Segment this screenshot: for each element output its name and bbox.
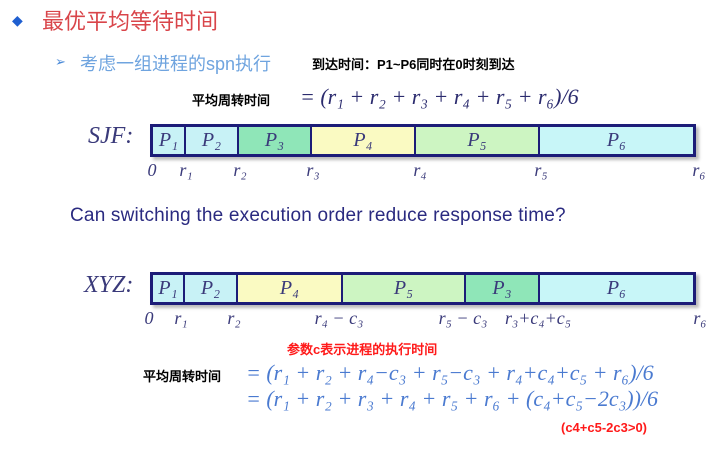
sjf-segment-p5: P₅ <box>416 127 540 154</box>
xyz-avg-label: 平均周转时间 <box>143 369 222 384</box>
xyz-tick: r₅ − c₃ <box>438 308 488 328</box>
xyz-tick: r₂ <box>227 308 241 328</box>
xyz-segment-p4: P₄ <box>238 275 343 302</box>
xyz-tick: r₆ <box>693 308 707 328</box>
sjf-tick: r₁ <box>179 160 193 180</box>
question: Can switching the execution order reduce… <box>70 205 566 226</box>
sjf-formula: = (r₁ + r₂ + r₃ + r₄ + r₅ + r₆)/6 <box>300 84 579 109</box>
sjf-segment-p6: P₆ <box>540 127 693 154</box>
xyz-formula-line1: = (r₁ + r₂ + r₄−c₃ + r₅−c₃ + r₄+c₄+c₅ + … <box>246 360 654 385</box>
xyz-tick: r₃+c₄+c₅ <box>504 308 572 328</box>
condition-note: (c4+c5-2c3>0) <box>561 420 648 435</box>
xyz-tick: r₁ <box>174 308 188 328</box>
xyz-segment-p3: P₃ <box>466 275 540 302</box>
sjf-tick: r₃ <box>306 160 320 180</box>
param-note: 参数c表示进程的执行时间 <box>287 342 438 357</box>
xyz-formula-line2: = (r₁ + r₂ + r₃ + r₄ + r₅ + r₆ + (c₄+c₅−… <box>246 386 659 411</box>
sjf-tick: r₅ <box>534 160 548 180</box>
sjf-tick: r₂ <box>233 160 247 180</box>
slide-title: 最优平均等待时间 <box>42 9 219 34</box>
xyz-segment-p6: P₆ <box>540 275 693 302</box>
xyz-gantt: P₁ P₂ P₄ P₅ P₃ P₆ <box>150 272 696 305</box>
sjf-avg-label: 平均周转时间 <box>192 93 271 108</box>
xyz-segment-p2: P₂ <box>185 275 238 302</box>
sjf-segment-p4: P₄ <box>312 127 416 154</box>
bullet-arrow-icon: ➢ <box>55 54 66 69</box>
sjf-tick: 0 <box>147 160 157 180</box>
sjf-segment-p1: P₁ <box>153 127 186 154</box>
sjf-gantt: P₁ P₂ P₃ P₄ P₅ P₆ <box>150 124 696 157</box>
bullet-diamond-icon: ◆ <box>12 12 23 28</box>
subtitle: 考虑一组进程的spn执行 <box>80 54 272 74</box>
xyz-tick: 0 <box>144 308 154 328</box>
sjf-segment-p3: P₃ <box>239 127 312 154</box>
sjf-tick: r₄ <box>413 160 427 180</box>
sjf-label: SJF: <box>88 123 134 149</box>
arrival-note: 到达时间：P1~P6同时在0时刻到达 <box>312 57 515 72</box>
xyz-tick: r₄ − c₃ <box>314 308 364 328</box>
sjf-segment-p2: P₂ <box>186 127 239 154</box>
xyz-label: XYZ: <box>84 272 134 298</box>
sjf-tick: r₆ <box>692 160 706 180</box>
xyz-segment-p1: P₁ <box>153 275 185 302</box>
xyz-segment-p5: P₅ <box>343 275 466 302</box>
